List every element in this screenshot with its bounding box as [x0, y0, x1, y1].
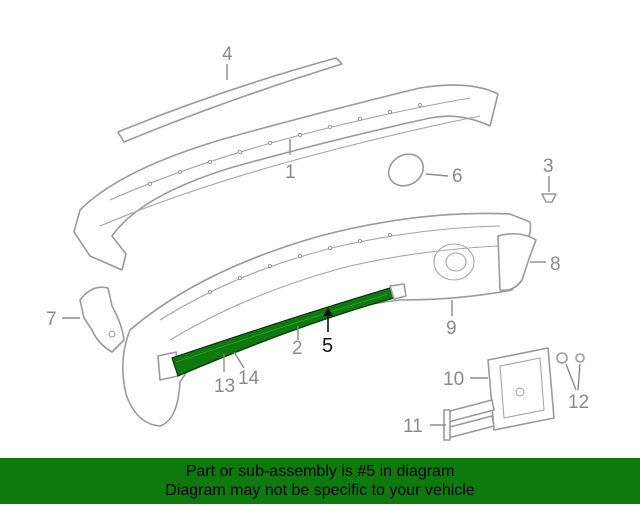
callout-3: 3 — [543, 156, 554, 177]
notice-banner: Part or sub-assembly is #5 in diagram Di… — [0, 458, 640, 504]
part-11-bolt-plate — [443, 399, 495, 441]
banner-line-1: Part or sub-assembly is #5 in diagram — [185, 463, 455, 480]
part-8-side-bracket — [497, 232, 537, 292]
part-2-face-bar — [122, 212, 532, 427]
part-4-molding — [117, 57, 343, 143]
callout-12: 12 — [568, 392, 589, 413]
callout-14: 14 — [238, 368, 260, 389]
callout-8: 8 — [550, 254, 561, 275]
part-3-clip — [541, 193, 557, 203]
callout-11: 11 — [403, 416, 423, 437]
leader-lines — [62, 64, 581, 426]
callout-13: 13 — [214, 376, 235, 397]
banner-line-2: Diagram may not be specific to your vehi… — [165, 482, 475, 499]
callout-5: 5 — [322, 335, 333, 357]
callout-4: 4 — [222, 44, 233, 65]
callout-1: 1 — [285, 162, 296, 183]
part-1-reinforcement — [73, 84, 499, 271]
callout-7: 7 — [46, 309, 57, 330]
part-6-plug — [387, 153, 425, 187]
part-7-bracket — [79, 286, 125, 353]
part-12-nuts — [556, 352, 585, 364]
callout-6: 6 — [452, 166, 463, 187]
callout-9: 9 — [446, 318, 457, 339]
bumper-exploded-diagram: 4 1 3 6 7 8 9 2 5 13 14 10 12 11 — [46, 44, 589, 441]
callout-10: 10 — [443, 369, 464, 390]
callout-2: 2 — [292, 338, 303, 359]
part-10-license-bracket — [487, 347, 555, 431]
part-5-molding-highlighted — [171, 283, 407, 377]
